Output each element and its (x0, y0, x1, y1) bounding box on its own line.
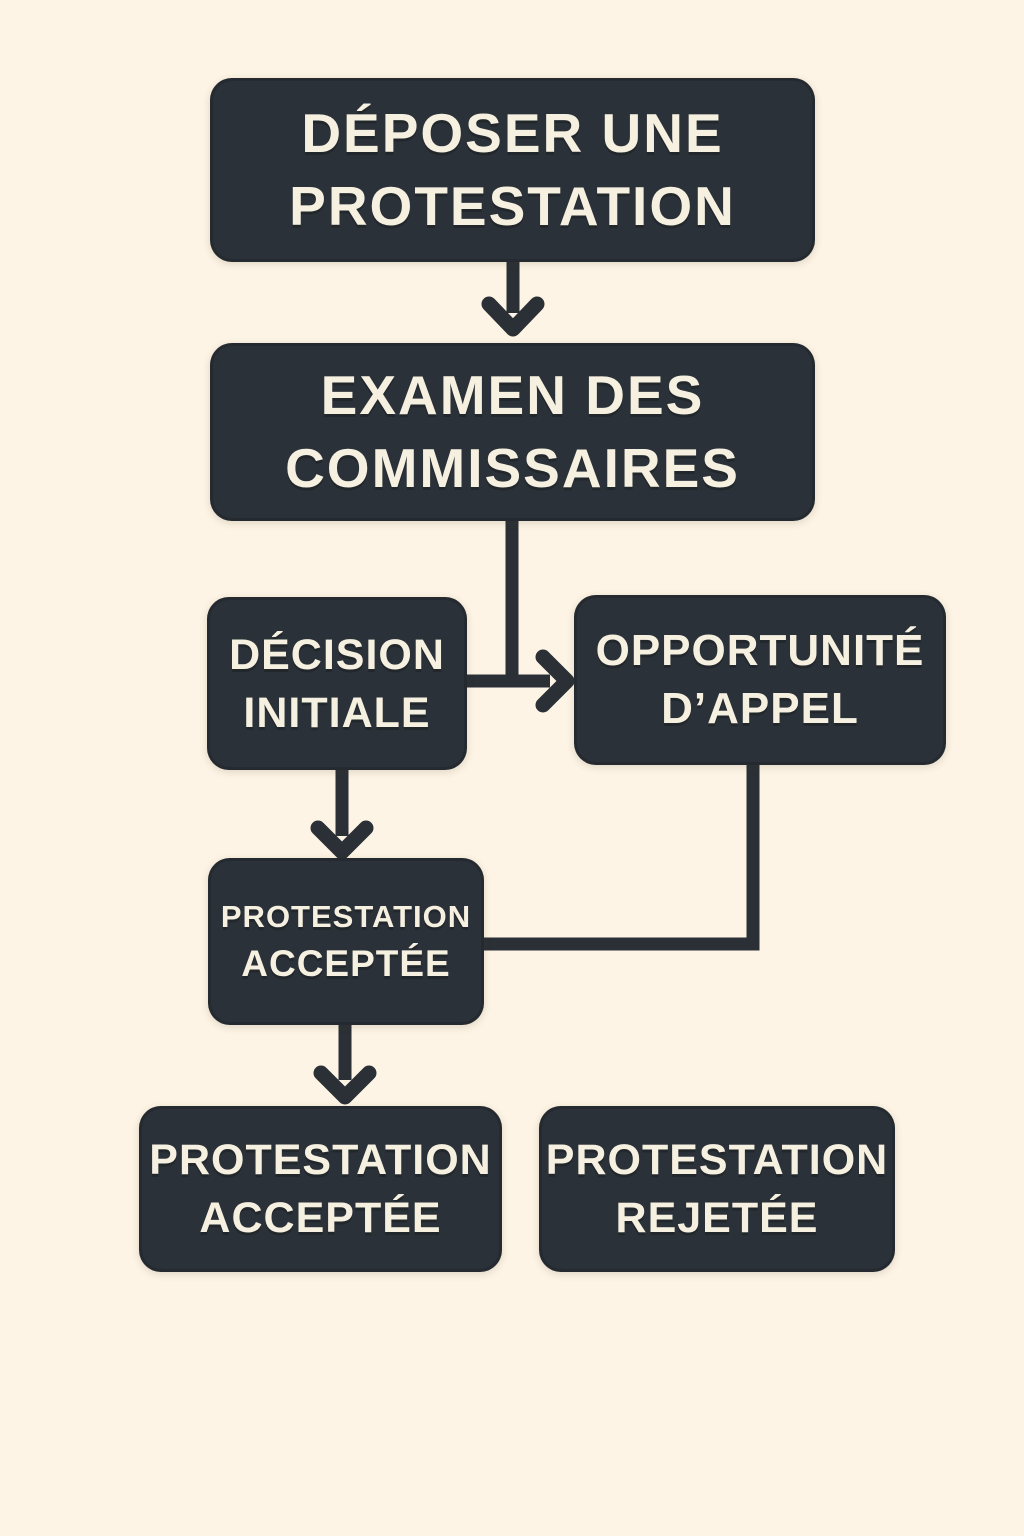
node-initial-decision-line2: INITIALE (243, 688, 431, 737)
node-file-protest-line1: DÉPOSER UNE (301, 102, 724, 164)
node-initial-decision: DÉCISION INITIALE (207, 597, 467, 770)
node-appeal-opportunity-line2: D’APPEL (661, 684, 859, 733)
node-protest-accepted: PROTESTATION ACCEPTÉE (139, 1106, 502, 1272)
node-protest-accepted-mid-line2: ACCEPTÉE (241, 942, 451, 984)
elbow-appeal-to-accepted-mid (484, 763, 760, 951)
node-appeal-opportunity: OPPORTUNITÉ D’APPEL (574, 595, 946, 765)
node-protest-accepted-mid: PROTESTATION ACCEPTÉE (208, 858, 484, 1025)
node-stewards-review-line2: COMMISSAIRES (285, 437, 740, 499)
arrow-decision-to-accepted-mid (310, 770, 374, 860)
node-stewards-review-line1: EXAMEN DES (320, 364, 705, 426)
arrow-review-and-decision-to-appeal (467, 521, 575, 713)
node-protest-rejected-line2: REJETÉE (615, 1194, 819, 1242)
node-file-protest: DÉPOSER UNE PROTESTATION (210, 78, 815, 262)
node-file-protest-line2: PROTESTATION (289, 175, 736, 237)
node-protest-accepted-line1: PROTESTATION (149, 1136, 492, 1184)
node-stewards-review: EXAMEN DES COMMISSAIRES (210, 343, 815, 521)
node-protest-rejected-line1: PROTESTATION (545, 1136, 889, 1184)
node-protest-rejected: PROTESTATION REJETÉE (539, 1106, 895, 1272)
node-appeal-opportunity-line1: OPPORTUNITÉ (595, 626, 925, 675)
arrow-accepted-mid-to-accepted (313, 1025, 377, 1105)
arrow-file-to-review (481, 262, 545, 337)
node-protest-accepted-line2: ACCEPTÉE (199, 1194, 442, 1242)
node-initial-decision-line1: DÉCISION (229, 630, 445, 679)
node-protest-accepted-mid-line1: PROTESTATION (220, 898, 472, 934)
